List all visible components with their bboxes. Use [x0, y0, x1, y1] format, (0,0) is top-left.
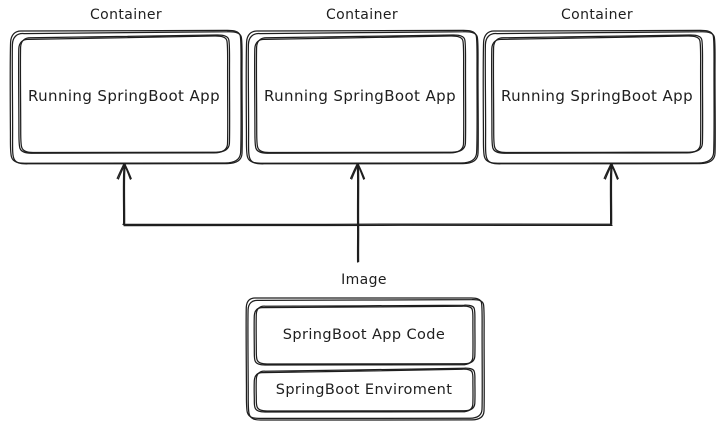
image-layer-1-box — [253, 304, 476, 366]
container-3-inner-box — [491, 34, 704, 154]
container-3-outer-frame — [482, 29, 716, 165]
image-layer-2-box — [253, 367, 476, 413]
image-outer-frame — [245, 297, 485, 421]
connector-bus-line — [122, 223, 613, 227]
container-1-inner-box — [18, 34, 231, 154]
container-2-inner-box — [254, 34, 467, 154]
container-2-outer-frame — [245, 29, 479, 165]
connector-arrow-right — [603, 162, 619, 226]
connector-arrow-left — [116, 162, 132, 226]
connector-arrow-middle — [349, 162, 366, 263]
container-1-outer-frame — [9, 29, 243, 165]
